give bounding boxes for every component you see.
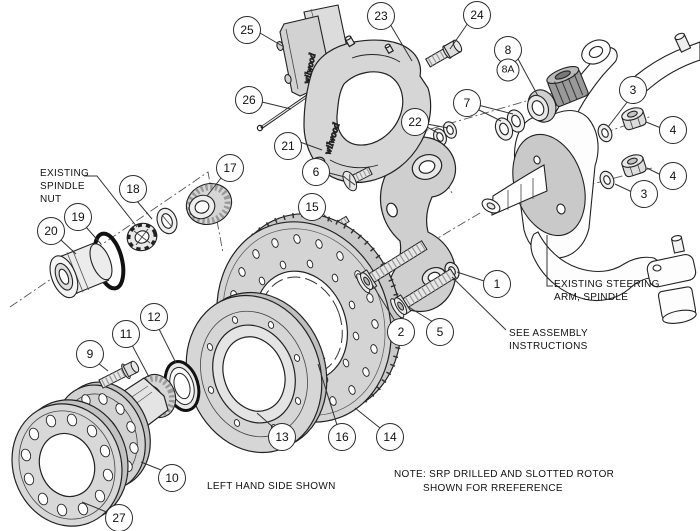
label-note-line1: NOTE: SRP DRILLED AND SLOTTED ROTOR [394,469,615,480]
hex-nut [621,154,647,178]
callout-19: 19 [64,203,92,231]
spindle-fork-stud [674,32,692,53]
callout-17: 17 [216,154,244,182]
callout-2: 2 [387,318,415,346]
label-existing-spindle-nut: EXISTING SPINDLE NUT [40,168,90,205]
label-left-hand-side: LEFT HAND SIDE SHOWN [207,481,336,492]
callout-22: 22 [401,108,429,136]
bolt-5 [390,268,457,319]
callout-21: 21 [274,132,302,160]
bolt-2 [356,240,428,294]
washers-3-nuts-4 [597,107,647,190]
leader-lines [60,22,662,514]
castle-nut-18 [126,222,158,252]
callout-13: 13 [268,423,296,451]
drive-flange-holes [20,413,114,517]
nut-cover-20 [49,242,113,299]
bolt-9 [98,360,140,389]
hex-nut [621,107,647,131]
callout-25: 25 [233,16,261,44]
drive-flange [11,399,129,527]
callout-9: 9 [76,340,104,368]
callout-5: 5 [426,318,454,346]
callout-12: 12 [140,303,168,331]
label-note-line2: SHOWN FOR RREFERENCE [423,483,563,494]
bolt-24 [424,39,463,68]
rotor-adapter [185,291,328,454]
label-existing-steering-arm: EXISTING STEERING ARM, SPINDLE [554,279,660,303]
screw-6 [342,166,373,192]
callout-11: 11 [112,320,140,348]
label-see-assembly: SEE ASSEMBLY INSTRUCTIONS [509,328,589,352]
callout-26: 26 [235,86,263,114]
callout-23: 23 [367,2,395,30]
spindle-boot [546,66,589,107]
spacer-8 [526,89,557,123]
callout-7: 7 [453,89,481,117]
callout-8: 8 [494,36,522,64]
callout-4: 4 [659,162,687,190]
callout-20: 20 [37,217,65,245]
callout-24: 24 [463,1,491,29]
callout-15: 15 [298,193,326,221]
thrust-washer [156,207,178,235]
callout-18: 18 [119,175,147,203]
callout-16: 16 [328,423,356,451]
callout-3: 3 [630,180,658,208]
callout-14: 14 [376,423,404,451]
bearing-17 [185,183,233,225]
callout-4: 4 [659,116,687,144]
callout-1: 1 [483,270,511,298]
callout-8A: 8A [496,58,520,82]
steering-arm-end [646,235,697,324]
callout-3: 3 [619,76,647,104]
callout-10: 10 [158,464,186,492]
callout-27: 27 [105,504,133,531]
washers-7 [494,109,526,141]
callout-6: 6 [302,158,330,186]
